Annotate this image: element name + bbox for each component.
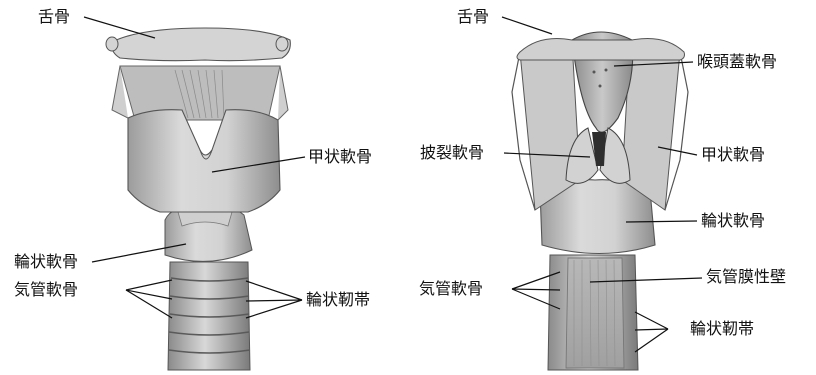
- label-anterior-tracheal-cartilages: 気管軟骨: [14, 281, 78, 299]
- label-posterior-epiglottic-cartilage: 喉頭蓋軟骨: [697, 53, 777, 71]
- label-posterior-cricoid-cartilage: 輪状軟骨: [701, 212, 765, 230]
- posterior-membranous-wall: [566, 258, 624, 368]
- posterior-thyroid-cartilage: [520, 42, 580, 210]
- label-anterior-hyoid: 舌骨: [38, 8, 70, 26]
- label-posterior-thyroid-cartilage: 甲状軟骨: [701, 146, 765, 164]
- label-posterior-hyoid: 舌骨: [457, 8, 489, 26]
- anterior-thyroid-cartilage: [128, 110, 280, 212]
- posterior-hyoid-bone: [517, 39, 685, 61]
- posterior-larynx-drawing: [512, 32, 688, 370]
- label-anterior-annular-ligaments: 輪状靭帯: [306, 291, 370, 309]
- label-posterior-membranous-wall: 気管膜性壁: [706, 268, 786, 286]
- label-posterior-arytenoid-cartilage: 披裂軟骨: [420, 144, 484, 162]
- label-posterior-tracheal-cartilages: 気管軟骨: [419, 280, 483, 298]
- label-posterior-annular-ligaments: 輪状靭帯: [690, 320, 754, 338]
- anterior-larynx-drawing: [106, 28, 290, 370]
- label-anterior-thyroid-cartilage: 甲状軟骨: [308, 148, 372, 166]
- label-anterior-cricoid-cartilage: 輪状軟骨: [14, 253, 78, 271]
